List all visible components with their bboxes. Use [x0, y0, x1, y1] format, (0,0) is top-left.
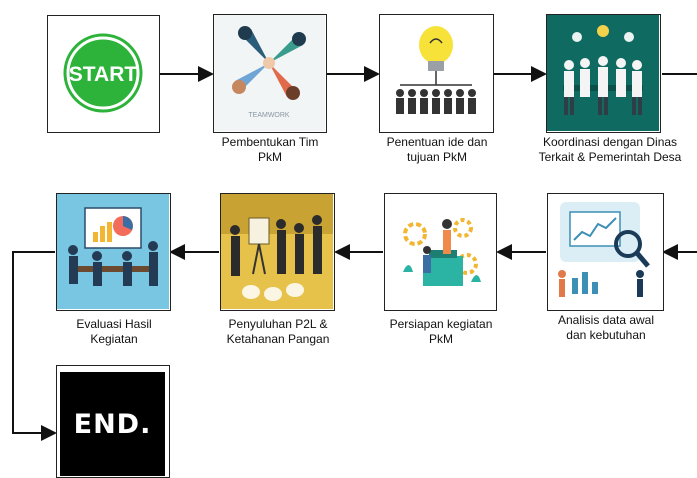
- arrow-step7-to-end: [12, 251, 57, 441]
- preparation-gears-icon: [385, 194, 495, 309]
- step-koordinasi-box: [546, 14, 661, 133]
- teamwork-hands-icon: TEAMWORK: [214, 15, 325, 131]
- start-label: START: [69, 63, 138, 86]
- step-label-3: Koordinasi dengan Dinas Terkait & Pemeri…: [538, 135, 682, 164]
- step-label-2: Penentuan ide dan tujuan PkM: [386, 135, 488, 164]
- step-persiapan-box: [384, 193, 497, 311]
- meeting-people-icon: [547, 15, 659, 131]
- lightbulb-idea-icon: [380, 15, 492, 131]
- step-label-7: Evaluasi Hasil Kegiatan: [76, 317, 152, 346]
- step-penyuluhan-box: [220, 193, 335, 311]
- end-label: END.: [73, 408, 152, 440]
- step-analisis-data-box: [547, 193, 664, 311]
- start-node: START: [47, 15, 160, 133]
- end-node: END.: [56, 365, 170, 478]
- step-label-5: Persiapan kegiatan PkM: [389, 317, 493, 346]
- step-evaluasi-box: [56, 193, 171, 311]
- step-label-6: Penyuluhan P2L & Ketahanan Pangan: [226, 317, 330, 346]
- teamwork-caption: TEAMWORK: [248, 112, 290, 119]
- presentation-icon: [221, 194, 333, 309]
- step-pembentukan-tim-box: TEAMWORK: [213, 14, 327, 133]
- step-label-4: Analisis data awal dan kebutuhan: [557, 313, 655, 342]
- step-label-1: Pembentukan Tim PkM: [221, 135, 319, 164]
- data-analysis-icon: [548, 194, 662, 309]
- step-penentuan-ide-box: [379, 14, 494, 133]
- evaluation-meeting-icon: [57, 194, 169, 309]
